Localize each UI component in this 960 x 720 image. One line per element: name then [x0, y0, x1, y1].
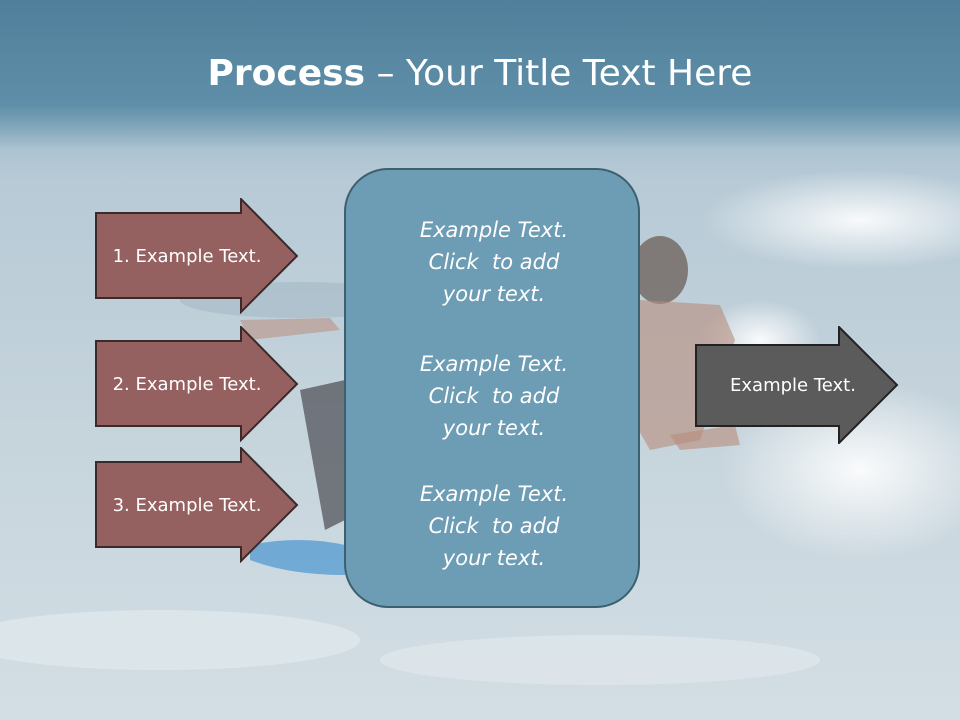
center-item-1: Example Text. Click to add your text.	[346, 214, 642, 310]
output-arrow-shape	[695, 324, 899, 446]
step-arrow-2[interactable]: 2. Example Text.	[95, 326, 299, 442]
output-label: Example Text.	[730, 374, 856, 396]
step-arrow-1[interactable]: 1. Example Text.	[95, 198, 299, 314]
center-item-line: Click to add	[428, 514, 560, 538]
center-item-line: Example Text.	[419, 218, 569, 242]
center-item-3: Example Text. Click to add your text.	[346, 478, 642, 574]
arrow-shape	[95, 198, 299, 314]
center-item-line: Click to add	[428, 384, 560, 408]
step-arrow-3[interactable]: 3. Example Text.	[95, 447, 299, 563]
center-item-line: your text.	[442, 546, 546, 570]
slide-title[interactable]: Process – Your Title Text Here	[0, 52, 960, 96]
arrow-shape	[95, 326, 299, 442]
title-band	[0, 0, 960, 150]
center-item-line: your text.	[442, 282, 546, 306]
step-label-1: 1. Example Text.	[112, 245, 262, 267]
step-label-2: 2. Example Text.	[112, 373, 262, 395]
output-arrow[interactable]: Example Text.	[695, 324, 899, 446]
arrow-shape	[95, 447, 299, 563]
center-item-line: your text.	[442, 416, 546, 440]
center-text-box[interactable]: Example Text. Click to add your text. Ex…	[344, 168, 640, 608]
center-item-line: Example Text.	[419, 482, 569, 506]
center-item-line: Click to add	[428, 250, 560, 274]
title-rest: – Your Title Text Here	[365, 53, 753, 94]
center-item-2: Example Text. Click to add your text.	[346, 348, 642, 444]
title-bold: Process	[207, 53, 366, 94]
center-item-line: Example Text.	[419, 352, 569, 376]
step-label-3: 3. Example Text.	[112, 494, 262, 516]
